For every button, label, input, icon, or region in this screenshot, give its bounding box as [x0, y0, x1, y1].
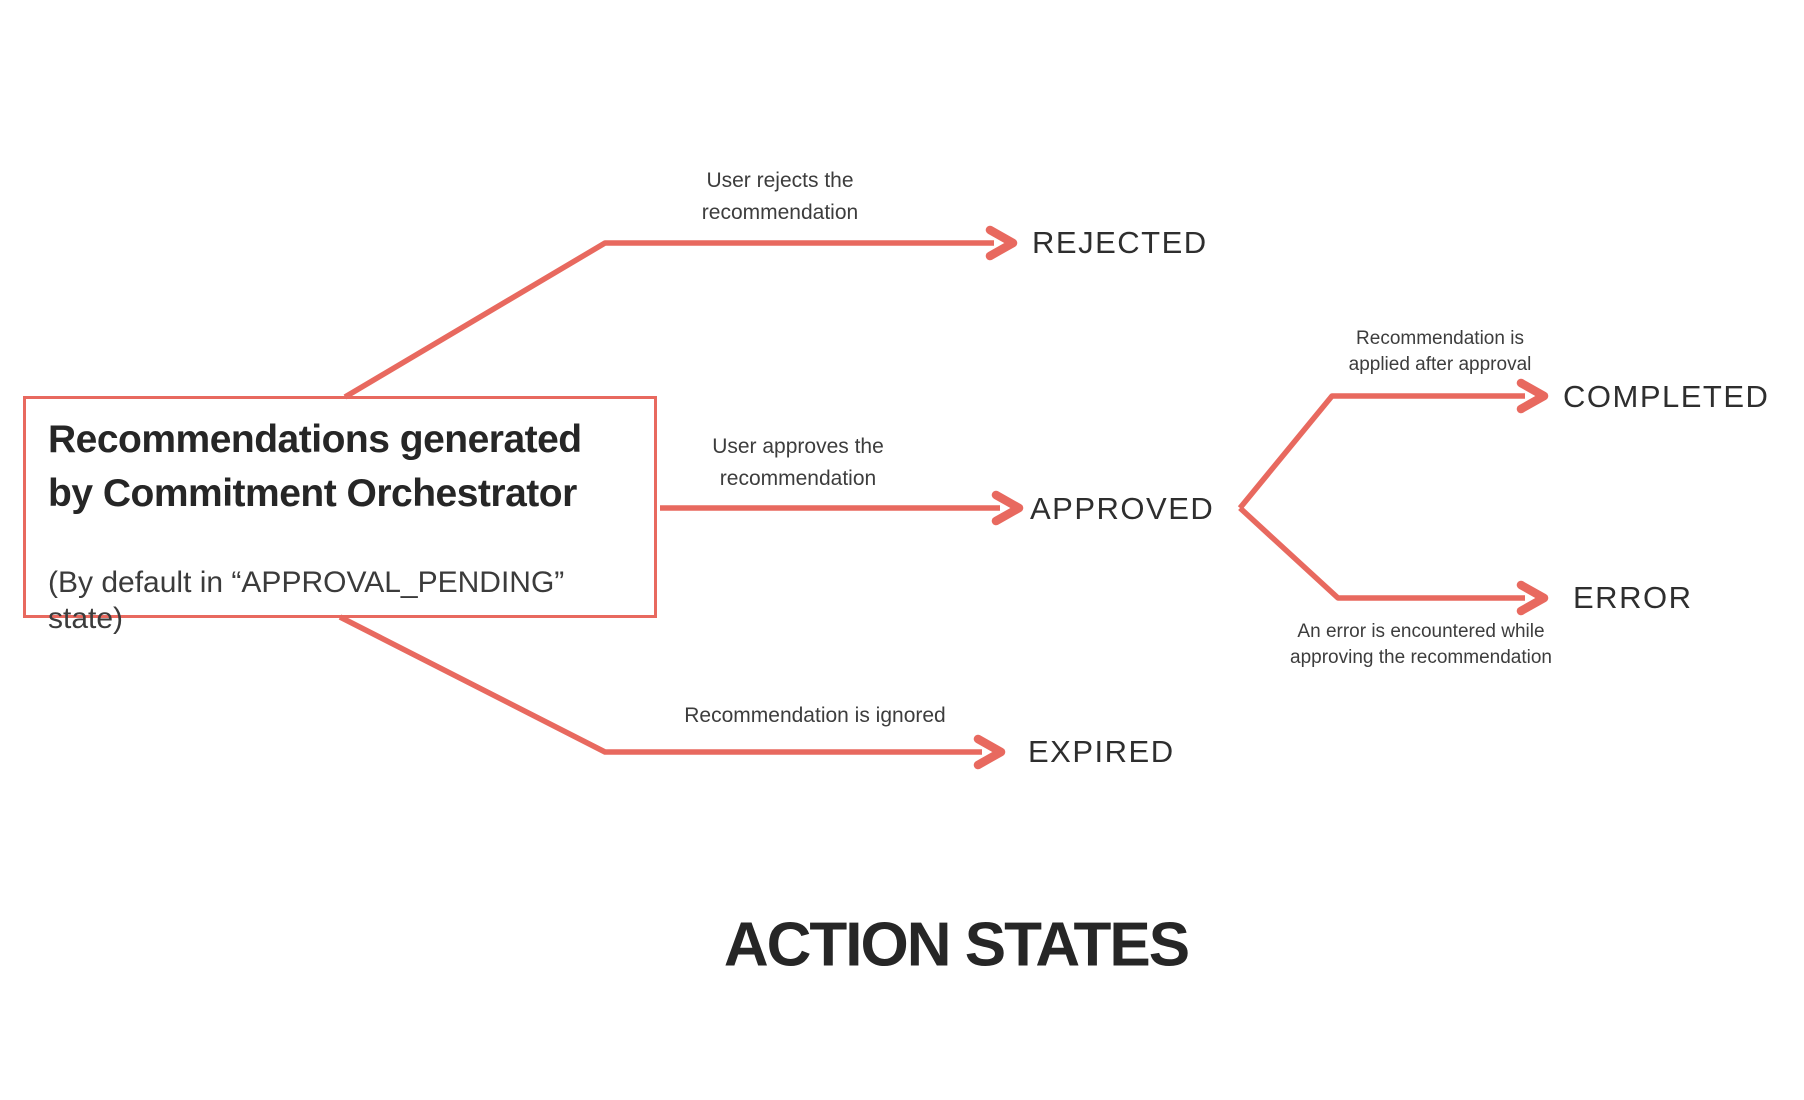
note-approved-line2: recommendation — [719, 467, 877, 490]
state-label-approved: APPROVED — [1030, 491, 1215, 526]
source-box-title: Recommendations generated by Commitment … — [48, 413, 634, 521]
note-rejected-line2: recommendation — [701, 201, 859, 224]
arrow-completed-line — [1237, 393, 1525, 510]
note-rejected-line1: User rejects the — [706, 169, 854, 192]
arrow-expired-line — [338, 614, 982, 755]
arrowhead-completed-icon — [1516, 378, 1549, 414]
arrowhead-error-icon — [1516, 580, 1549, 616]
note-error-line1: An error is encountered while — [1297, 621, 1545, 642]
note-expired-line1: Recommendation is ignored — [684, 704, 946, 727]
note-completed: Recommendation is applied after approval — [1349, 326, 1532, 378]
note-expired: Recommendation is ignored — [684, 700, 945, 732]
arrowhead-rejected-icon — [985, 225, 1018, 261]
note-error-line2: approving the recommendation — [1290, 647, 1552, 668]
note-rejected: User rejects the recommendation — [702, 165, 858, 229]
note-completed-line2: applied after approval — [1348, 354, 1532, 375]
note-approved: User approves the recommendation — [712, 431, 884, 495]
arrow-rejected-line — [343, 240, 994, 400]
source-box: Recommendations generated by Commitment … — [23, 396, 657, 635]
state-label-error: ERROR — [1573, 580, 1693, 615]
note-error: An error is encountered while approving … — [1290, 619, 1552, 671]
arrowhead-approved-icon — [991, 490, 1024, 526]
note-approved-line1: User approves the — [712, 435, 884, 458]
arrowhead-expired-icon — [973, 734, 1006, 770]
state-label-rejected: REJECTED — [1032, 225, 1208, 260]
source-box-title-line2: by Commitment Orchestrator — [48, 472, 577, 515]
note-completed-line1: Recommendation is — [1356, 328, 1524, 349]
state-label-completed: COMPLETED — [1563, 379, 1770, 414]
source-box-subtitle: (By default in “APPROVAL_PENDING” state) — [48, 566, 565, 635]
source-box-title-line1: Recommendations generated — [48, 418, 582, 461]
state-label-expired: EXPIRED — [1028, 734, 1175, 769]
diagram-heading: ACTION STATES — [723, 910, 1190, 980]
arrow-error-line — [1238, 505, 1525, 601]
